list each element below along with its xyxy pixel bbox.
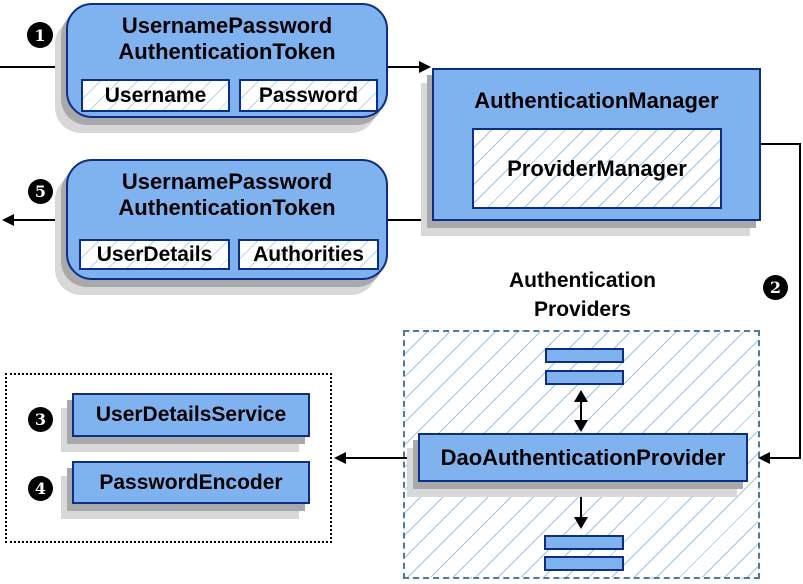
authorities-field: Authorities (238, 239, 379, 270)
user-details-service-box: UserDetailsService (72, 393, 310, 437)
response-token-title-line2: AuthenticationToken (118, 195, 336, 220)
password-field: Password (239, 79, 378, 112)
step-4-badge: 4 (28, 476, 53, 501)
authentication-providers-label-line1: Authentication (509, 269, 656, 292)
provider-stack-bottom-bar-1 (544, 535, 624, 550)
dao-stack-double-arrow-top-icon (574, 390, 588, 432)
step-5-badge: 5 (28, 179, 53, 204)
authentication-providers-group-box (403, 330, 760, 579)
provider-stack-top-bar-2 (545, 370, 624, 385)
authentication-manager-title: AuthenticationManager (474, 88, 719, 113)
authentication-providers-label-line2: Providers (534, 298, 631, 321)
response-token-box: UsernamePassword AuthenticationToken Use… (66, 159, 388, 280)
step-3-badge: 3 (28, 407, 53, 432)
provider-stack-bottom-bar-2 (544, 556, 624, 571)
dao-to-services-arrow (334, 452, 418, 464)
request-token-title: UsernamePassword AuthenticationToken (68, 5, 386, 65)
provider-manager-box: ProviderManager (472, 128, 722, 209)
password-encoder-box: PasswordEncoder (72, 461, 310, 504)
user-details-group-box (5, 373, 332, 543)
request-token-title-line2: AuthenticationToken (118, 39, 336, 64)
provider-stack-top-bar-1 (545, 348, 624, 363)
step-2-badge: 2 (763, 275, 788, 300)
request-token-box: UsernamePassword AuthenticationToken Use… (66, 3, 388, 118)
manager-to-provider-connector (758, 143, 801, 464)
response-token-title: UsernamePassword AuthenticationToken (68, 161, 386, 221)
request-token-title-line1: UsernamePassword (121, 13, 333, 38)
dao-authentication-provider-box: DaoAuthenticationProvider (418, 433, 748, 482)
username-field: Username (81, 79, 230, 112)
userdetails-field: UserDetails (79, 239, 230, 270)
authentication-providers-label: Authentication Providers (455, 266, 710, 324)
authentication-manager-box: AuthenticationManager ProviderManager (432, 68, 761, 221)
dao-stack-double-arrow-bottom-icon (574, 484, 588, 529)
response-token-title-line1: UsernamePassword (121, 169, 333, 194)
step-1-badge: 1 (27, 22, 53, 48)
